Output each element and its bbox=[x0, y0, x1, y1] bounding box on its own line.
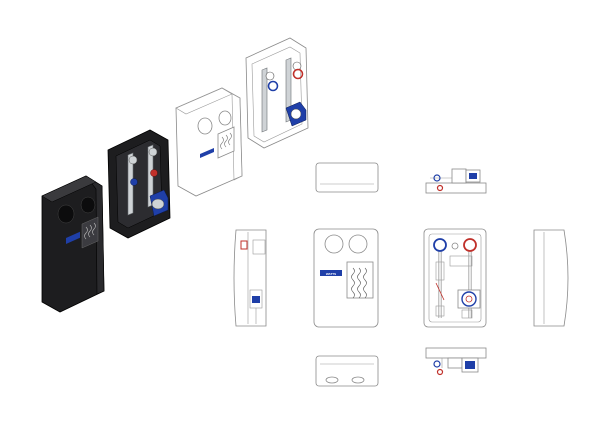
ortho-bottom-open bbox=[425, 347, 487, 376]
iso-white-back-shell-with-pump bbox=[245, 37, 309, 149]
ortho-top-closed bbox=[315, 162, 379, 193]
iso-black-front-cover bbox=[41, 175, 105, 313]
ortho-top-open bbox=[425, 168, 487, 194]
ortho-left-side bbox=[233, 229, 267, 327]
ortho-front-closed: WATTS bbox=[313, 228, 379, 328]
watts-logo-plate bbox=[320, 270, 342, 276]
ortho-bottom-closed bbox=[315, 355, 379, 387]
ortho-right-side bbox=[533, 229, 569, 327]
iso-black-back-shell-with-pump bbox=[107, 129, 171, 239]
iso-white-front-cover bbox=[175, 87, 243, 197]
watts-logo-text: WATTS bbox=[326, 272, 336, 276]
ortho-front-open bbox=[423, 228, 487, 328]
